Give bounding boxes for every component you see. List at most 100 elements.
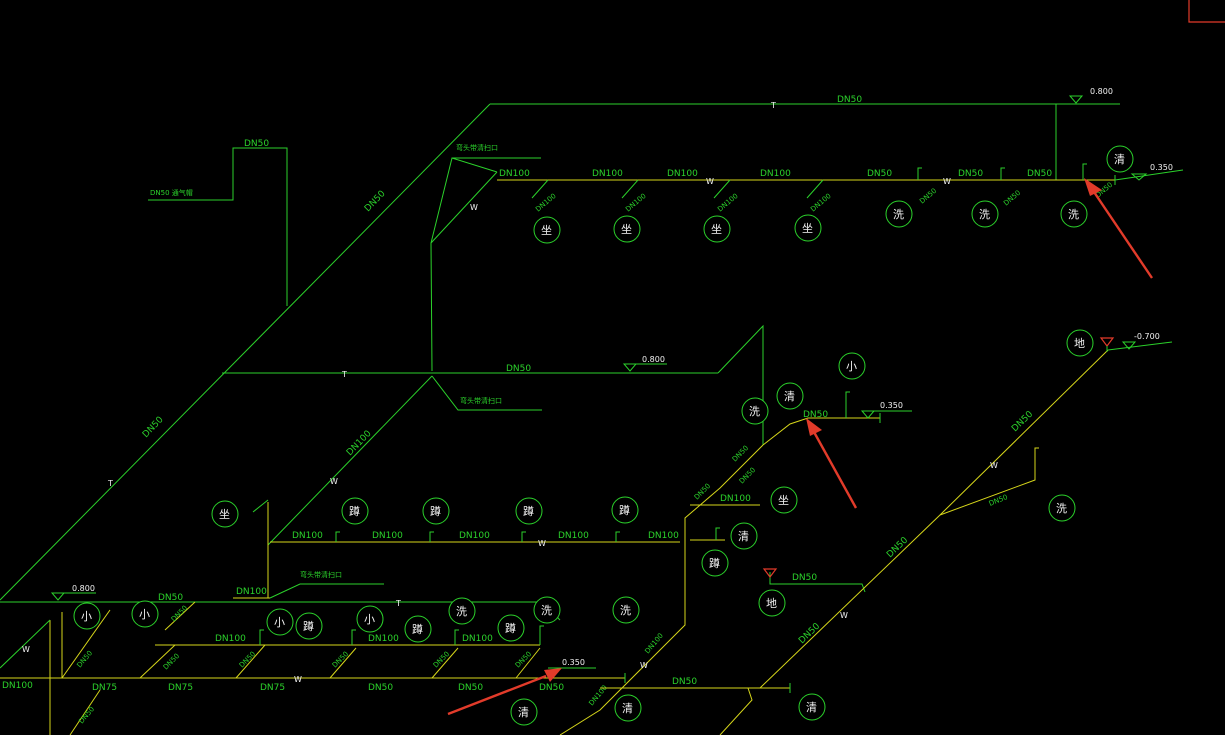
row2-branch-3 [454, 629, 459, 645]
label-upper-branch-dn50-2: DN50 [1002, 189, 1022, 208]
label-stack-branch-dn50: DN50 [672, 677, 697, 687]
elevation-lower-mid: 0.350 [562, 658, 585, 667]
label-row2-dn100-1: DN100 [215, 634, 246, 644]
fixture-xi-2: 洗 [971, 200, 999, 228]
upper-w-branch [430, 171, 498, 244]
label-midrow-dn100-1: DN100 [292, 531, 323, 541]
upper-branch-2 [621, 179, 639, 199]
fixture-dun-mid-3: 蹲 [515, 497, 543, 525]
left-diag-w [0, 619, 51, 669]
fixture-di-right: 地 [1066, 329, 1094, 357]
upper-branch-7 [1082, 163, 1087, 180]
label-stack-upper-dn50: DN50 [803, 410, 828, 420]
svg-text:蹲: 蹲 [430, 504, 441, 518]
middle-vent-riser [717, 324, 764, 445]
elevation-marker-middle [622, 363, 638, 372]
fixture-qing-stack: 清 [776, 382, 804, 410]
fixture-xiao-low-2: 小 [131, 600, 159, 628]
label-cleanout-low: 弯头带清扫口 [300, 570, 342, 579]
elevation-middle: 0.800 [642, 355, 665, 364]
fixture-dun-mid-2: 蹲 [422, 497, 450, 525]
middle-cleanout-branch [431, 375, 542, 411]
svg-text:小: 小 [364, 613, 375, 626]
label-upper-dn100-4: DN100 [760, 169, 791, 179]
marker-w-stack: W [640, 661, 648, 670]
svg-text:洗: 洗 [979, 208, 990, 221]
annotation-arrow-lower [447, 668, 562, 716]
fixture-dun-low-2: 蹲 [404, 615, 432, 643]
middle-w-diagonal [267, 375, 433, 546]
fixture-xi-right: 洗 [1048, 494, 1076, 522]
label-midrow-dn100-3: DN100 [459, 531, 490, 541]
fixture-xi-low-3: 洗 [612, 596, 640, 624]
label-floor-drain-dn50: DN50 [792, 573, 817, 583]
fixture-xi-stack: 洗 [741, 397, 769, 425]
label-bottom-dn100: DN100 [2, 681, 33, 691]
label-vent-cap: DN50 通气帽 [150, 188, 193, 197]
row2-branch-4 [539, 625, 544, 645]
marker-w-middle: W [330, 477, 338, 486]
marker-w-right-1: W [990, 461, 998, 470]
marker-t-top: T [770, 101, 776, 110]
label-upper-dn50-1: DN50 [867, 169, 892, 179]
upper-branch-3 [713, 179, 731, 199]
fixture-qing-top: 清 [1106, 145, 1134, 173]
label-bottom-dn75-3: DN75 [260, 683, 285, 693]
svg-text:小: 小 [139, 608, 150, 621]
fixture-xiao-stack: 小 [838, 352, 866, 380]
fixture-dun-low-1: 蹲 [295, 612, 323, 640]
svg-text:洗: 洗 [749, 405, 760, 418]
marker-t-middle: T [341, 370, 347, 379]
row2-branch-2 [351, 629, 356, 645]
elevation-upper-leader [1114, 169, 1184, 181]
label-right-diag-dn50-3: DN50 [797, 621, 822, 646]
svg-text:清: 清 [738, 530, 749, 543]
fixture-xiao-low-4: 小 [356, 605, 384, 633]
upper-branch-4 [806, 179, 824, 199]
svg-text:坐: 坐 [802, 222, 813, 235]
label-stack-dn100: DN100 [643, 632, 665, 656]
stack-upper-branch [762, 417, 880, 446]
elevation-marker-lower-left [50, 592, 66, 601]
marker-t-main: T [107, 479, 113, 488]
marker-w-midrow: W [538, 539, 546, 548]
label-upper-branch-dn100-1: DN100 [534, 192, 558, 214]
fixture-dun-mid-4: 蹲 [611, 496, 639, 524]
fixture-zuo-1: 坐 [533, 216, 561, 244]
svg-text:清: 清 [622, 702, 633, 715]
elevation-right: -0.700 [1134, 332, 1160, 341]
label-midrow-dn100-5: DN100 [648, 531, 679, 541]
elevation-marker-top [1068, 95, 1084, 104]
midrow-branch-3 [521, 531, 526, 542]
right-branch-w [939, 447, 1039, 516]
floor-drain-symbol [762, 568, 778, 578]
svg-text:地: 地 [766, 597, 777, 610]
vent-cap-pipe [148, 147, 288, 306]
elevation-marker-upper [1130, 173, 1148, 181]
frame-corner [1188, 0, 1225, 23]
svg-text:洗: 洗 [456, 605, 467, 618]
svg-text:坐: 坐 [541, 224, 552, 237]
elevation-top-right: 0.800 [1090, 87, 1113, 96]
fixture-zuo-stack: 坐 [770, 486, 798, 514]
label-upper-dn100-1: DN100 [499, 169, 530, 179]
label-right-diag-dn50-1: DN50 [1010, 409, 1035, 434]
label-upper-dn100-2: DN100 [592, 169, 623, 179]
diag-dn50-5 [431, 647, 459, 679]
label-diag-dn50-3: DN50 [238, 650, 257, 669]
label-row2-dn100-2: DN100 [368, 634, 399, 644]
fixture-xi-low-1: 洗 [448, 597, 476, 625]
diag-dn50-4 [329, 647, 357, 679]
label-stack-dn50-2: DN50 [738, 466, 757, 485]
mid-left-riser-cap [252, 499, 269, 513]
elevation-upper-right: 0.350 [1150, 163, 1173, 172]
upper-branch-1 [531, 179, 549, 199]
fixture-dun-mid-1: 蹲 [341, 497, 369, 525]
svg-text:坐: 坐 [621, 223, 632, 236]
upper-cleanout-branch [430, 157, 498, 372]
label-vent-cap-dn50: DN50 [244, 139, 269, 149]
right-top-branch [1107, 341, 1173, 351]
svg-text:地: 地 [1074, 337, 1085, 350]
label-diag-dn50-mid: DN50 [170, 604, 189, 623]
